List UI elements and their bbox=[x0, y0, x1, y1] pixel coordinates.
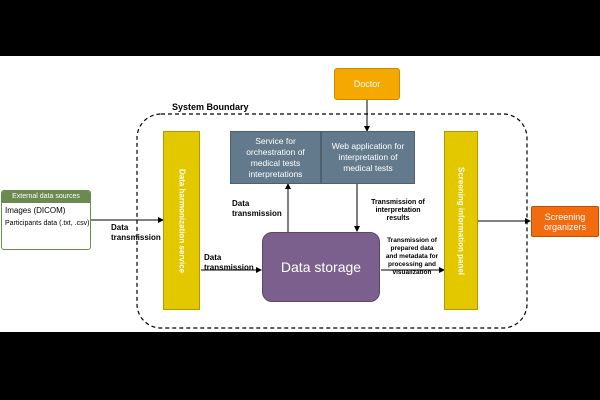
doctor-box[interactable]: Doctor bbox=[334, 68, 400, 100]
data-storage-box[interactable]: Data storage bbox=[262, 232, 380, 302]
edge-label-storage-to-panel: Transmission of prepared data and metada… bbox=[385, 237, 439, 276]
doctor-label: Doctor bbox=[353, 79, 381, 89]
system-boundary-label: System Boundary bbox=[172, 102, 249, 112]
orchestration-service-box[interactable]: Service for orchestration of medical tes… bbox=[230, 131, 321, 184]
orchestration-service-label: Service for orchestration of medical tes… bbox=[246, 135, 305, 179]
external-data-sources-box[interactable]: External data sources Images (DICOM) Par… bbox=[1, 190, 91, 250]
screening-info-panel-bar[interactable]: Screening information panel bbox=[444, 131, 478, 310]
data-storage-label: Data storage bbox=[280, 259, 362, 275]
edge-label-webapp-to-storage: Transmission of interpretation results bbox=[371, 199, 425, 222]
harmonization-service-label: Data harmonization service bbox=[177, 168, 186, 273]
harmonization-service-bar[interactable]: Data harmonization service bbox=[163, 131, 200, 310]
screening-info-panel-label: Screening information panel bbox=[456, 166, 466, 275]
screening-organizers-label: Screening organizers bbox=[543, 211, 587, 232]
screening-organizers-box[interactable]: Screening organizers bbox=[531, 206, 599, 237]
web-app-label: Web application for interpretation of me… bbox=[331, 141, 405, 173]
external-source-participants: Participants data (.txt, .csv) bbox=[5, 220, 90, 227]
external-source-images: Images (DICOM) bbox=[5, 206, 66, 215]
external-data-sources-header: External data sources bbox=[2, 191, 90, 203]
web-app-box[interactable]: Web application for interpretation of me… bbox=[321, 131, 415, 184]
edge-label-harmonization-to-storage: Data transmission bbox=[204, 253, 254, 272]
edge-label-external-to-harmonization: Data transmission bbox=[111, 223, 161, 242]
edge-label-storage-to-orchestration: Data transmission bbox=[232, 199, 282, 218]
